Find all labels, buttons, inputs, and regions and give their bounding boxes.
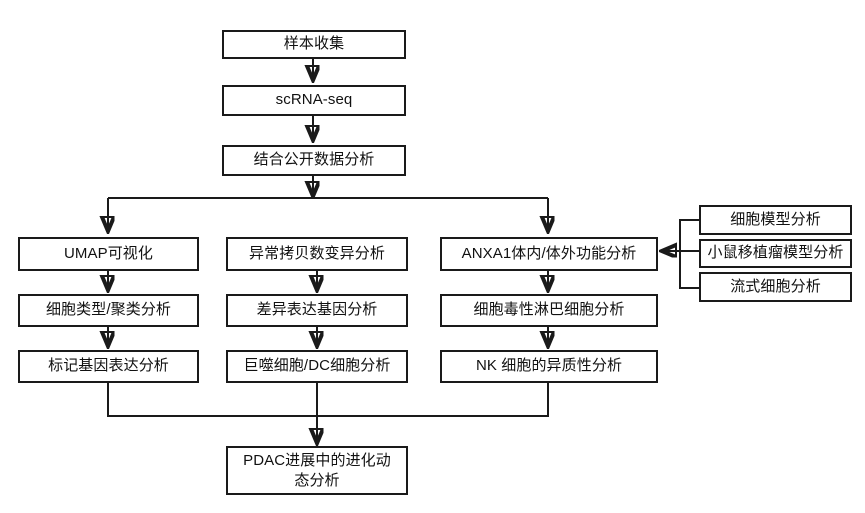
node-label: 异常拷贝数变异分析: [249, 244, 385, 262]
bracket-flowcytometry-to-trunk: [679, 250, 699, 289]
node-cell-type-clustering[interactable]: 细胞类型/聚类分析: [18, 294, 199, 327]
node-label: 样本收集: [283, 35, 345, 53]
node-label: UMAP可视化: [63, 244, 154, 262]
node-label: 标记基因表达分析: [48, 357, 169, 375]
node-cell-model-analysis[interactable]: 细胞模型分析: [699, 205, 852, 235]
node-label: 细胞模型分析: [730, 210, 821, 228]
node-scrna-seq[interactable]: scRNA-seq: [222, 85, 406, 116]
bracket-cellmodel-to-trunk: [679, 219, 699, 250]
node-label-line1: PDAC进展中的进化动: [243, 452, 391, 469]
node-umap-visualization[interactable]: UMAP可视化: [18, 237, 199, 271]
node-mouse-xenograft-analysis[interactable]: 小鼠移植瘤模型分析: [699, 239, 852, 268]
node-flow-cytometry-analysis[interactable]: 流式细胞分析: [699, 272, 852, 302]
node-label: scRNA-seq: [275, 91, 353, 109]
node-label: NK 细胞的异质性分析: [475, 357, 623, 375]
node-deg-analysis[interactable]: 差异表达基因分析: [226, 294, 408, 327]
node-label: 细胞毒性淋巴细胞分析: [473, 301, 625, 319]
node-label: 巨噬细胞/DC细胞分析: [243, 357, 391, 375]
node-anxa1-function-analysis[interactable]: ANXA1体内/体外功能分析: [440, 237, 658, 271]
node-pdac-evolution-dynamics[interactable]: PDAC进展中的进化动 态分析: [226, 446, 408, 495]
node-marker-gene-expression[interactable]: 标记基因表达分析: [18, 350, 199, 383]
merge-left-branch: [107, 383, 317, 417]
node-label: ANXA1体内/体外功能分析: [461, 244, 637, 262]
node-label: 细胞类型/聚类分析: [45, 301, 172, 319]
node-label: 结合公开数据分析: [253, 151, 375, 169]
node-macrophage-dc-analysis[interactable]: 巨噬细胞/DC细胞分析: [226, 350, 408, 383]
node-sample-collection[interactable]: 样本收集: [222, 30, 406, 59]
merge-right-branch: [317, 383, 549, 417]
node-cnv-analysis[interactable]: 异常拷贝数变异分析: [226, 237, 408, 271]
node-label: 差异表达基因分析: [256, 301, 378, 319]
node-label-line2: 态分析: [294, 471, 340, 489]
node-label: 小鼠移植瘤模型分析: [707, 244, 844, 262]
node-nk-heterogeneity-analysis[interactable]: NK 细胞的异质性分析: [440, 350, 658, 383]
node-public-data-analysis[interactable]: 结合公开数据分析: [222, 145, 406, 176]
node-label: 流式细胞分析: [730, 277, 821, 295]
node-cytotoxic-lymphocyte-analysis[interactable]: 细胞毒性淋巴细胞分析: [440, 294, 658, 327]
